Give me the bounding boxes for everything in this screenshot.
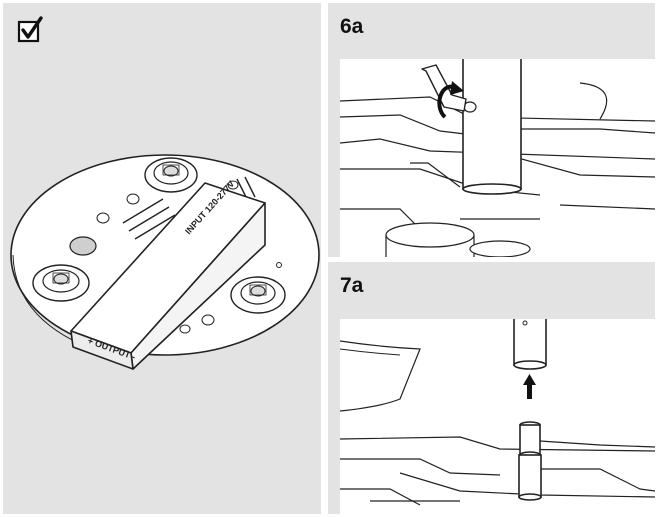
step-7a-label: 7a <box>340 274 364 297</box>
step-7a-drawing <box>340 319 655 506</box>
fixture-illustration-panel: INPUT 120-277V + OUTPUT - <box>3 3 321 514</box>
checkmark-checkbox-icon <box>17 16 43 43</box>
step-7a-panel: 7a <box>328 262 655 514</box>
standoff-tube <box>513 319 547 370</box>
driver-box <box>70 182 266 370</box>
spring-clip <box>230 276 286 314</box>
knockout-plug <box>69 236 97 256</box>
spring-clip <box>144 157 198 193</box>
up-arrow-icon <box>523 374 536 399</box>
step-6a-label: 6a <box>340 15 364 38</box>
spring-clip <box>32 264 90 302</box>
hex-key-rotate-icon <box>437 81 464 119</box>
fixture-back-drawing: INPUT 120-277V + OUTPUT - <box>10 154 320 370</box>
step-6a-detail <box>340 59 655 257</box>
standoff-tube <box>462 59 522 195</box>
mounting-coupler <box>518 421 542 501</box>
step-6a-drawing <box>340 59 655 257</box>
step-6a-panel: 6a <box>328 3 655 257</box>
step-7a-detail <box>340 319 655 514</box>
